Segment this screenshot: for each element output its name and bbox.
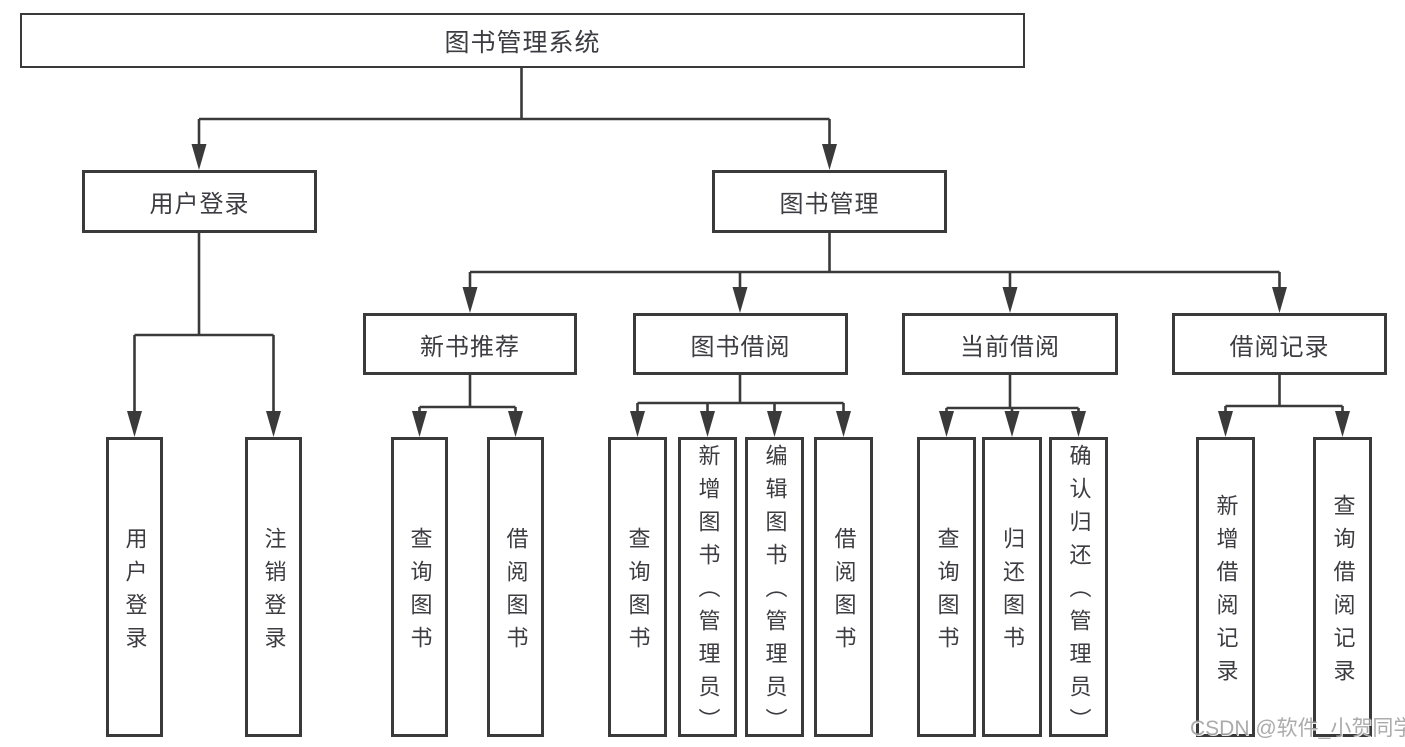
node-current-borrow-label: 当前借阅 — [960, 333, 1060, 361]
connector-login-to-leaves — [133, 233, 275, 417]
leaf-add-borrow-record: 新增借阅记录 — [1196, 437, 1255, 737]
connector-root-to-branches — [197, 68, 831, 150]
leaf-query-borrow-record-label: 查询借阅记录 — [1330, 493, 1356, 692]
leaf-edit-books-admin-label: 编辑图书（管理员） — [762, 444, 788, 741]
leaf-recommend-borrow-books-label: 借阅图书 — [503, 526, 529, 659]
node-book-borrow: 图书借阅 — [633, 313, 848, 375]
leaf-add-books-admin-label: 新增图书（管理员） — [695, 444, 721, 741]
node-borrow-records-label: 借阅记录 — [1229, 333, 1330, 361]
node-library-system-label: 图书管理系统 — [444, 28, 601, 57]
leaf-recommend-borrow-books: 借阅图书 — [487, 437, 544, 737]
connector-recommend-to-leaves — [418, 375, 517, 417]
leaf-borrow-query-books: 查询图书 — [608, 437, 667, 737]
leaf-logout: 注销登录 — [245, 437, 302, 737]
leaf-add-borrow-record-label: 新增借阅记录 — [1213, 493, 1239, 692]
leaf-user-login-label: 用户登录 — [122, 526, 148, 659]
node-library-system: 图书管理系统 — [20, 13, 1025, 68]
csdn-watermark: CSDN @软件_小贺同学 — [1190, 717, 1405, 740]
leaf-user-login: 用户登录 — [106, 437, 163, 737]
node-book-management-label: 图书管理 — [779, 191, 880, 218]
node-borrow-records: 借阅记录 — [1172, 313, 1387, 375]
node-new-book-recommend: 新书推荐 — [363, 313, 577, 375]
leaf-add-books-admin: 新增图书（管理员） — [678, 437, 737, 741]
leaf-confirm-return-admin-label: 确认归还（管理员） — [1066, 444, 1092, 741]
leaf-return-books: 归还图书 — [982, 437, 1042, 737]
node-current-borrow: 当前借阅 — [902, 313, 1118, 375]
connector-management-to-sections — [468, 233, 1281, 293]
node-book-management: 图书管理 — [712, 170, 947, 233]
leaf-recommend-query-books: 查询图书 — [391, 437, 448, 737]
connector-borrow-to-leaves — [636, 375, 845, 417]
leaf-recommend-query-books-label: 查询图书 — [407, 526, 433, 659]
leaf-return-books-label: 归还图书 — [1000, 526, 1025, 659]
leaf-current-query-books-label: 查询图书 — [934, 526, 960, 659]
node-user-login: 用户登录 — [82, 170, 317, 233]
leaf-current-query-books: 查询图书 — [917, 437, 976, 737]
leaf-edit-books-admin: 编辑图书（管理员） — [745, 437, 804, 741]
node-new-book-recommend-label: 新书推荐 — [420, 333, 520, 361]
connector-records-to-leaves — [1224, 375, 1344, 417]
leaf-borrow-books-label: 借阅图书 — [831, 526, 857, 659]
connector-current-to-leaves — [945, 375, 1080, 417]
leaf-query-borrow-record: 查询借阅记录 — [1313, 437, 1372, 737]
leaf-logout-label: 注销登录 — [261, 526, 287, 659]
node-book-borrow-label: 图书借阅 — [690, 333, 791, 361]
leaf-confirm-return-admin: 确认归还（管理员） — [1049, 437, 1108, 741]
leaf-borrow-query-books-label: 查询图书 — [625, 526, 651, 659]
node-user-login-label: 用户登录 — [149, 191, 250, 218]
leaf-borrow-books: 借阅图书 — [814, 437, 873, 737]
